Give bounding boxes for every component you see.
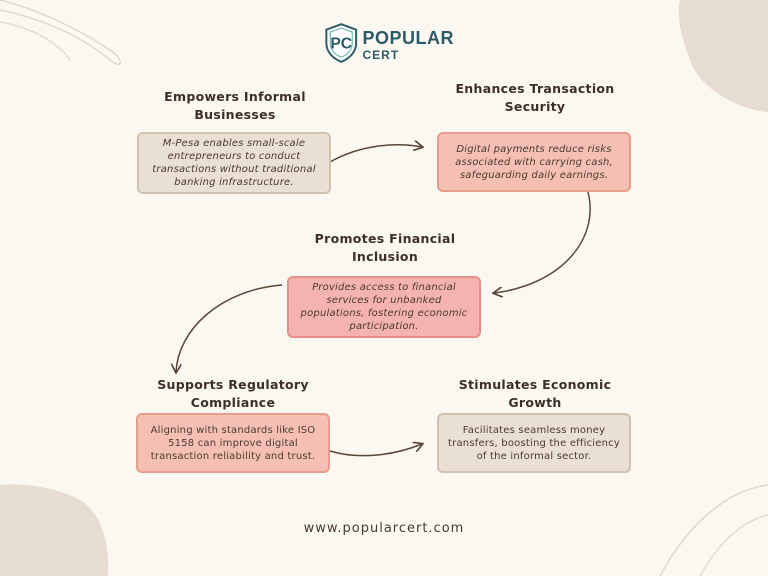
node-title-compliance: Supports Regulatory Compliance (157, 377, 309, 410)
arrow-compliance-to-growth (329, 444, 422, 457)
node-box-inclusion: Provides access to financial services fo… (287, 276, 481, 338)
node-box-compliance: Aligning with standards like ISO 5158 ca… (136, 413, 330, 473)
node-title-inclusion: Promotes Financial Inclusion (314, 231, 456, 264)
node-box-security: Digital payments reduce risks associated… (437, 132, 631, 192)
arrow-inclusion-to-compliance (176, 284, 283, 372)
node-box-growth: Facilitates seamless money transfers, bo… (437, 413, 631, 473)
node-title-security: Enhances Transaction Security (455, 81, 615, 114)
arrow-security-to-inclusion (494, 191, 591, 293)
node-box-empowers: M-Pesa enables small-scale entrepreneurs… (137, 132, 331, 194)
footer-website: www.popularcert.com (303, 521, 465, 536)
logo-line2: CERT (362, 48, 400, 62)
logo: PC POPULAR CERT (324, 16, 454, 70)
arrow-empowers-to-security (329, 145, 422, 163)
node-title-growth: Stimulates Economic Growth (458, 377, 612, 410)
logo-mark-letters: PC (330, 35, 352, 52)
node-title-empowers: Empowers Informal Businesses (164, 89, 306, 122)
shield-logo-icon: PC (325, 23, 358, 63)
logo-line1: POPULAR (362, 28, 454, 48)
